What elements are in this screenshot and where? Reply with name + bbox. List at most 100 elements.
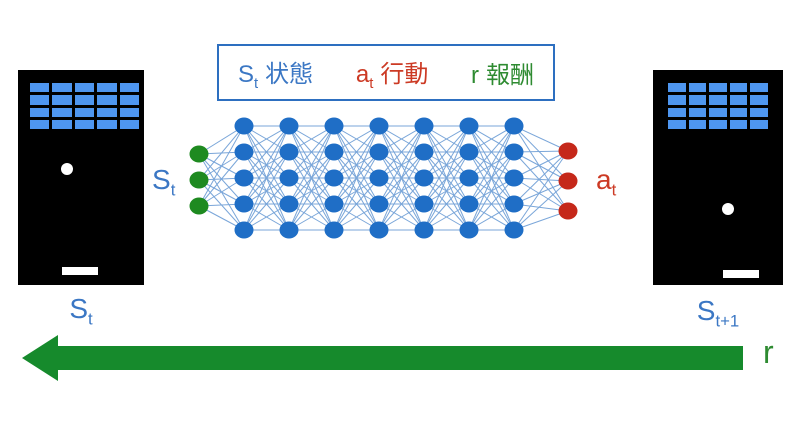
brick [709, 95, 727, 105]
network-edge [198, 125, 245, 207]
brick [709, 119, 727, 129]
state-symbol: S [69, 293, 88, 324]
brick [668, 83, 686, 93]
network-edge [243, 125, 290, 179]
brick [729, 95, 748, 105]
arrow-shape [22, 335, 743, 381]
paddle [723, 270, 759, 278]
brick [688, 107, 707, 117]
output-node [558, 202, 578, 220]
hidden-node [369, 195, 389, 213]
brick [52, 83, 72, 93]
hidden-node [459, 221, 479, 239]
network-edge [468, 177, 515, 231]
hidden-node [234, 143, 254, 161]
network-edge [333, 125, 380, 231]
legend-state-symbol: S [238, 60, 255, 88]
network-edge [243, 177, 290, 231]
legend-reward-symbol: r [471, 62, 479, 89]
brick [74, 119, 95, 129]
hidden-node [504, 195, 524, 213]
screen-left-label: St [18, 293, 144, 330]
brick [688, 83, 707, 93]
input-subscript: t [170, 180, 176, 200]
brick [119, 107, 139, 117]
brick [30, 107, 50, 117]
next-state-symbol: S [696, 295, 716, 326]
network-edge [468, 125, 515, 179]
network-edge [513, 151, 569, 212]
ball [61, 163, 73, 175]
brick [30, 95, 50, 105]
input-node [189, 197, 209, 215]
network-edge [288, 125, 335, 179]
hidden-node [369, 169, 389, 187]
brick [119, 95, 139, 105]
legend-state-label: 状態 [265, 60, 314, 88]
network-edge [333, 125, 380, 205]
network-edge [243, 125, 290, 205]
network-edge [423, 125, 470, 231]
game-screen-right [653, 70, 783, 285]
network-edge [423, 151, 470, 231]
brick-wall [30, 83, 139, 129]
brick [750, 95, 768, 105]
legend-state-subscript: t [254, 75, 259, 92]
brick [119, 83, 139, 93]
legend-action-symbol: a [355, 60, 370, 88]
hidden-node [369, 117, 389, 135]
hidden-node [414, 221, 434, 239]
network-edge [513, 125, 569, 182]
hidden-node [279, 117, 299, 135]
hidden-node [324, 221, 344, 239]
network-edge [378, 125, 425, 205]
ball [722, 203, 734, 215]
network-edge [423, 125, 470, 179]
brick [668, 107, 686, 117]
state-subscript: t [88, 309, 93, 329]
hidden-node [234, 169, 254, 187]
brick [729, 83, 748, 93]
brick [52, 119, 72, 129]
output-node [558, 172, 578, 190]
hidden-node [324, 117, 344, 135]
hidden-node [279, 169, 299, 187]
network-edge [513, 125, 569, 152]
hidden-node [459, 169, 479, 187]
network-edge [423, 125, 470, 205]
network-edge [288, 125, 335, 231]
brick [709, 107, 727, 117]
hidden-node [414, 169, 434, 187]
legend-action-subscript: t [369, 75, 374, 92]
legend-reward-label: 報酬 [486, 62, 534, 89]
network-edge [513, 180, 569, 205]
hidden-node [324, 143, 344, 161]
network-edge [333, 177, 380, 231]
network-input-label: St [152, 164, 175, 201]
network-edge [288, 151, 335, 231]
hidden-node [459, 195, 479, 213]
hidden-node [504, 143, 524, 161]
hidden-node [324, 169, 344, 187]
brick [97, 83, 117, 93]
neural-network [189, 117, 578, 239]
hidden-node [504, 221, 524, 239]
hidden-node [459, 143, 479, 161]
brick [688, 95, 707, 105]
paddle [62, 267, 98, 275]
hidden-node [324, 195, 344, 213]
input-node [189, 145, 209, 163]
game-screen-left [18, 70, 144, 285]
network-edge [243, 125, 290, 231]
brick [119, 119, 139, 129]
network-edge [468, 125, 515, 231]
brick [688, 119, 707, 129]
input-symbol: S [152, 164, 171, 195]
hidden-node [504, 169, 524, 187]
input-node [189, 171, 209, 189]
output-node [558, 142, 578, 160]
network-edge [333, 125, 380, 179]
network-edge [243, 151, 290, 231]
legend-action-label: 行動 [380, 60, 429, 88]
